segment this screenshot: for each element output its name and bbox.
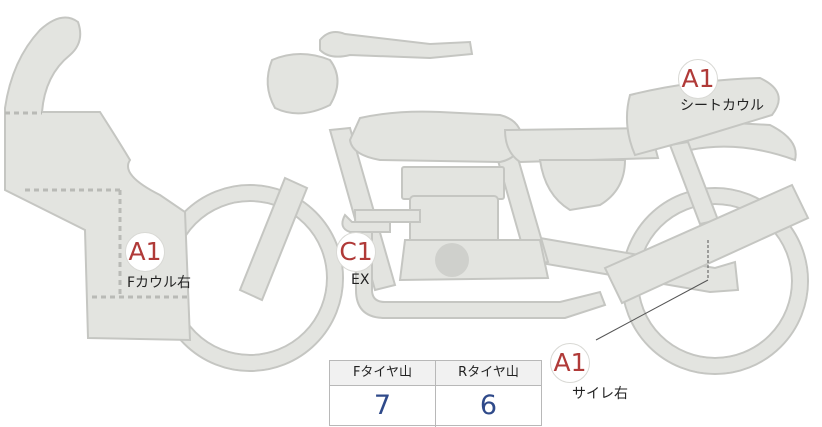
side-cover bbox=[538, 159, 627, 212]
rear-tread-header: Rタイヤ山 bbox=[436, 361, 541, 386]
silencer-code-badge: A1 bbox=[550, 343, 590, 383]
table-divider bbox=[435, 361, 436, 427]
front-tread-header: Fタイヤ山 bbox=[330, 361, 435, 386]
front-fork bbox=[238, 176, 309, 302]
seat bbox=[503, 126, 660, 164]
exhaust-code-badge: C1 bbox=[336, 232, 376, 272]
front-tread-value: 7 bbox=[373, 390, 392, 421]
engine bbox=[398, 166, 550, 282]
tire-tread-table: Fタイヤ山 Rタイヤ山 7 6 bbox=[329, 360, 542, 427]
front-cowl-label: Fカウル右 bbox=[127, 275, 192, 291]
silencer-leader bbox=[595, 240, 709, 341]
silencer bbox=[603, 183, 810, 305]
headlight bbox=[266, 53, 339, 115]
front-cowl-code-badge: A1 bbox=[125, 232, 165, 272]
fuel-tank bbox=[348, 110, 524, 164]
exhaust-pipe-2 bbox=[341, 213, 391, 233]
silencer-label: サイレ右 bbox=[572, 386, 628, 402]
seat-cowl-code-badge: A1 bbox=[678, 59, 718, 99]
handlebar bbox=[319, 31, 474, 60]
rear-tread-value: 6 bbox=[479, 390, 498, 421]
exhaust-pipe bbox=[353, 209, 607, 319]
seat-cowl-label: シートカウル bbox=[680, 98, 764, 114]
exhaust-label: EX bbox=[351, 272, 370, 288]
